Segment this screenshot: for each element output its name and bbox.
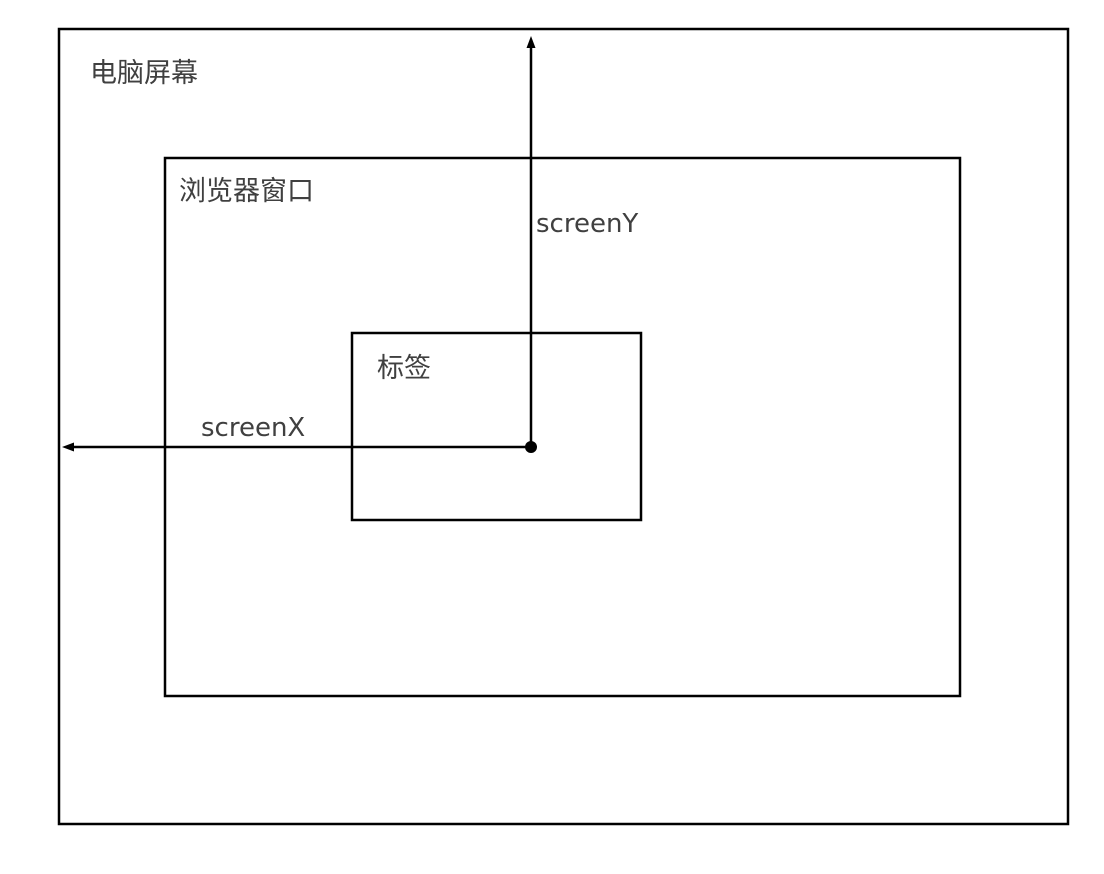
screen-label: 电脑屏幕 (90, 58, 198, 89)
screen-x-label: screenX (201, 413, 306, 443)
screen-y-arrow-head (526, 36, 536, 48)
screen-y-label: screenY (536, 209, 639, 239)
tag-label: 标签 (377, 353, 431, 384)
browser-window-label: 浏览器窗口 (179, 176, 314, 207)
screen-x-arrow-head (62, 442, 74, 452)
tag-box (350, 331, 643, 522)
screen-box (57, 27, 1070, 826)
origin-point (525, 441, 537, 453)
browser-window-box (163, 156, 962, 698)
